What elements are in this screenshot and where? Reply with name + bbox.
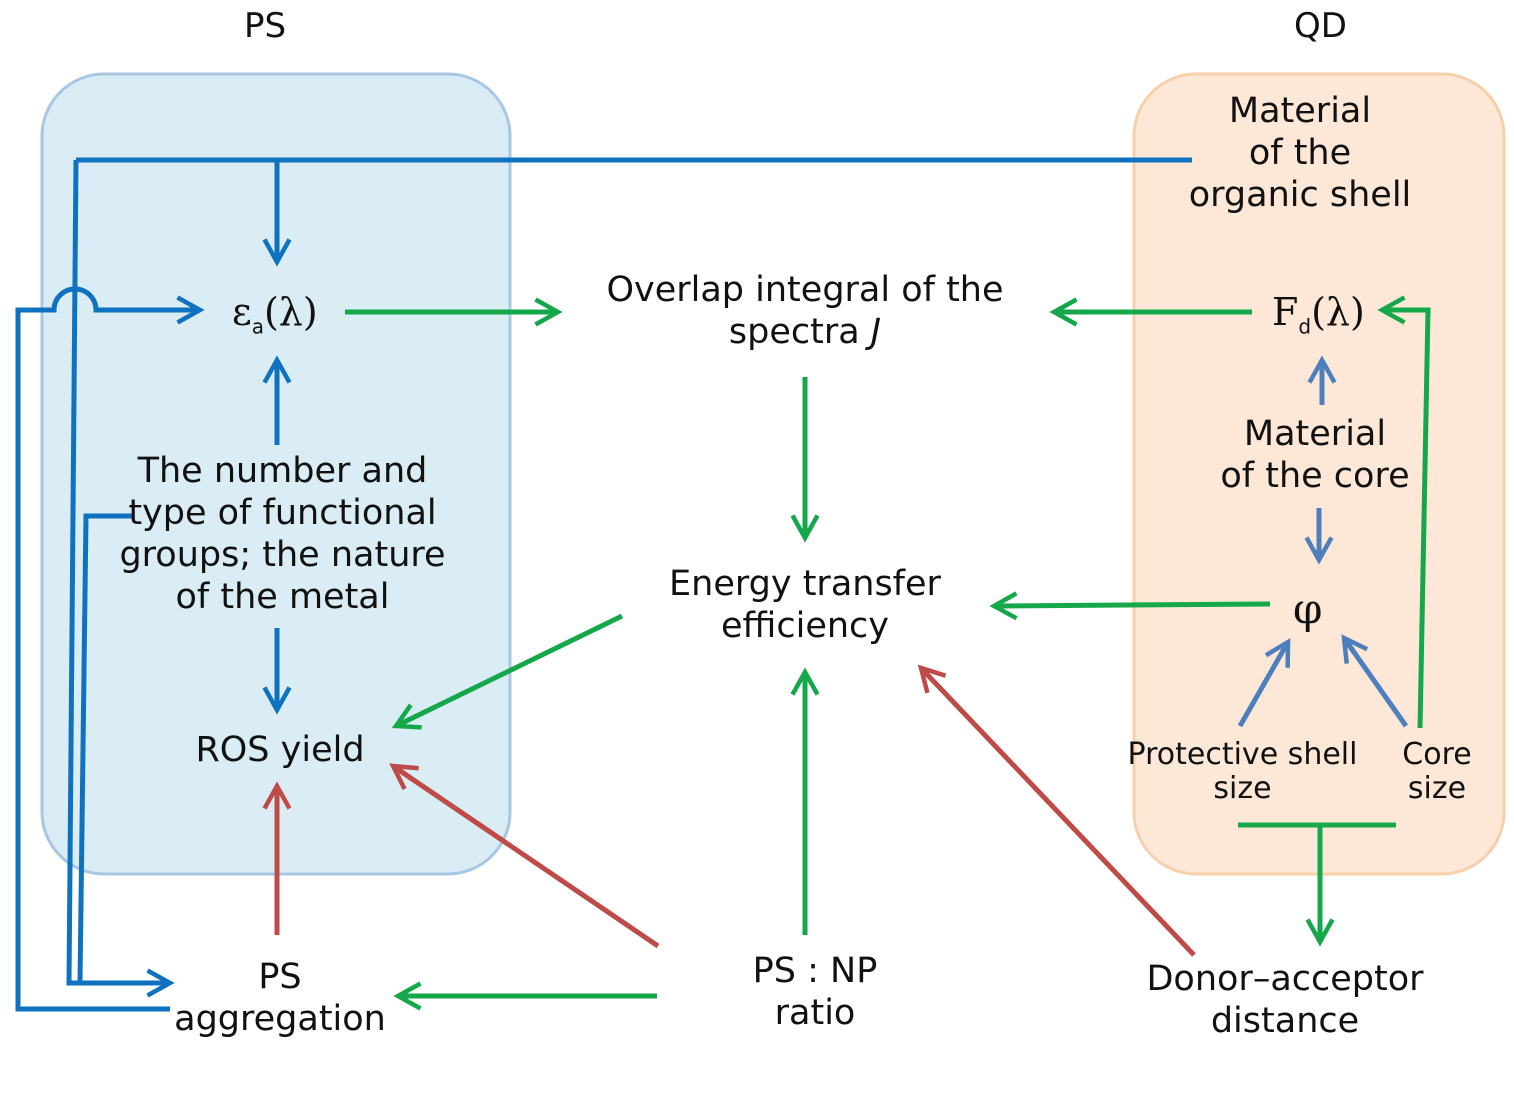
epsilon-symbol: ε: [232, 290, 252, 334]
protective-shell-line-1: Protective shell: [1127, 737, 1358, 772]
functional-groups-line-2: type of functional: [128, 493, 437, 533]
ps-np-ratio-line-1: PS : NP: [752, 951, 878, 991]
organic-shell-node: Material of the organic shell: [1150, 90, 1450, 216]
donor-acceptor-line-2: distance: [1210, 1001, 1360, 1041]
protective-shell-line-2: size: [1213, 771, 1272, 806]
organic-shell-line-1: Material: [1228, 91, 1372, 131]
overlap-line-1: Overlap integral of the: [606, 270, 1004, 310]
arrow-phi-to-energy: [989, 591, 1271, 621]
phi-node: φ: [1293, 584, 1323, 633]
functional-groups-line-1: The number and: [137, 451, 428, 491]
core-size-line-2: size: [1407, 771, 1467, 806]
arrow-groups-to-aggregation: [77, 513, 132, 983]
core-material-line-1: Material: [1243, 414, 1387, 454]
ps-np-ratio-line-2: ratio: [774, 993, 856, 1033]
overlap-integral-node: Overlap integral of the spectra J: [585, 269, 1025, 353]
ps-np-ratio-node: PS : NP ratio: [700, 950, 930, 1034]
qd-group-title: QD: [1294, 6, 1347, 46]
core-size-node: Core size: [1382, 738, 1492, 806]
core-material-node: Material of the core: [1185, 413, 1445, 497]
organic-shell-line-3: organic shell: [1188, 175, 1412, 215]
arrow-energy-to-ros: [391, 613, 624, 730]
epsilon-sub: a: [251, 314, 264, 339]
arrow-organic-shell-to-aggregation: [66, 159, 175, 998]
arrow-core-size-to-phi: [1341, 634, 1409, 728]
ps-aggregation-line-1: PS: [258, 957, 302, 997]
ps-group-title: PS: [244, 6, 287, 46]
ps-aggregation-line-2: aggregation: [174, 999, 386, 1039]
fd-arg: (λ): [1311, 290, 1365, 334]
ros-yield-node: ROS yield: [195, 730, 365, 770]
protective-shell-size-node: Protective shell size: [1120, 738, 1365, 806]
organic-shell-line-2: of the: [1248, 133, 1352, 173]
epsilon-arg: (λ): [263, 290, 318, 334]
core-size-line-1: Core: [1402, 737, 1472, 772]
arrow-core-size-to-fd: [1377, 295, 1431, 729]
ps-aggregation-node: PS aggregation: [160, 956, 400, 1040]
core-material-line-2: of the core: [1220, 456, 1410, 496]
fd-symbol: F: [1272, 290, 1299, 334]
overlap-j-symbol: J: [870, 312, 882, 352]
arrow-aggregation-loop-to-epsilon: [15, 286, 205, 1012]
arrow-distance-to-energy: [917, 664, 1196, 957]
fd-sub: d: [1298, 314, 1312, 339]
arrow-shell-size-to-phi: [1237, 637, 1291, 728]
arrow-ratio-to-ros: [389, 763, 660, 949]
energy-transfer-line-1: Energy transfer: [669, 564, 941, 604]
donor-acceptor-line-1: Donor–acceptor: [1146, 959, 1424, 999]
overlap-line-2: spectra J: [585, 311, 1025, 353]
donor-acceptor-node: Donor–acceptor distance: [1120, 958, 1450, 1042]
functional-groups-line-4: of the metal: [175, 577, 390, 617]
functional-groups-node: The number and type of functional groups…: [100, 450, 465, 618]
energy-transfer-line-2: efficiency: [720, 606, 889, 646]
overlap-line-2-text: spectra: [728, 312, 871, 352]
epsilon-node: εa(λ): [232, 290, 318, 339]
functional-groups-line-3: groups; the nature: [119, 535, 446, 575]
energy-transfer-node: Energy transfer efficiency: [620, 563, 990, 647]
fd-node: Fd(λ): [1272, 290, 1365, 339]
